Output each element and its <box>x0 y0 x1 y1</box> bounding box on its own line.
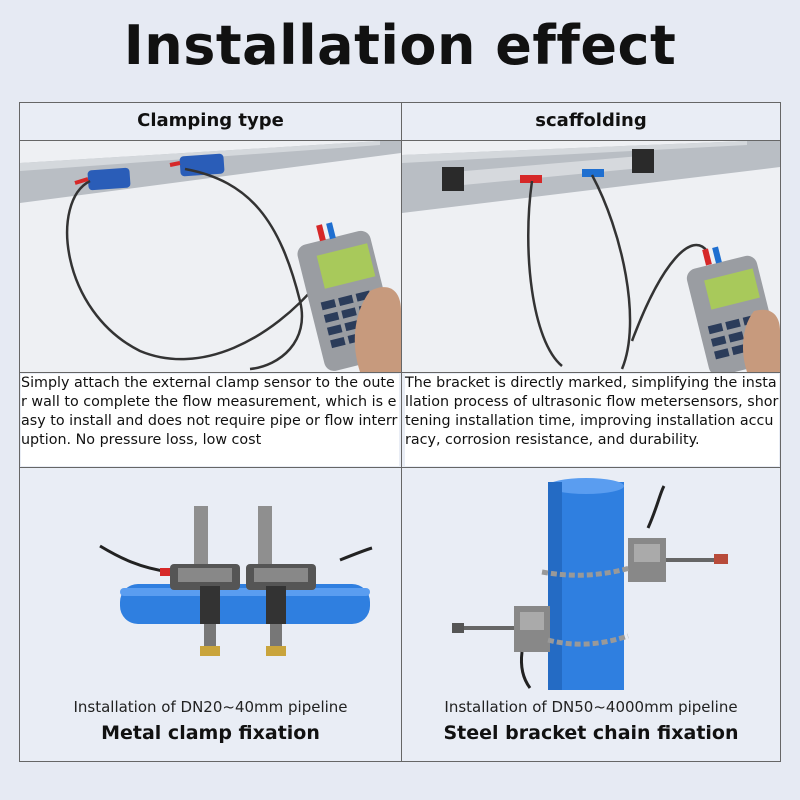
scaffolding-caption: Installation of DN50~4000mm pipeline <box>444 698 738 716</box>
steel-chain-photo <box>402 468 780 690</box>
column-divider <box>401 102 402 762</box>
clamping-type-photo <box>20 141 401 372</box>
metal-clamp-photo <box>20 468 401 690</box>
row-divider <box>19 372 781 373</box>
column-heading-scaffolding: scaffolding <box>535 110 647 131</box>
scaffolding-photo <box>402 141 780 372</box>
clamping-caption: Installation of DN20~40mm pipeline <box>73 698 348 716</box>
row-divider <box>19 467 781 468</box>
column-heading-clamping: Clamping type <box>137 110 284 131</box>
scaffolding-method: Steel bracket chain fixation <box>443 722 739 744</box>
page-title: Installation effect <box>123 14 677 77</box>
scaffolding-description: The bracket is directly marked, simplify… <box>405 374 779 466</box>
row-divider <box>19 140 781 141</box>
clamping-method: Metal clamp fixation <box>101 722 320 744</box>
clamping-description: Simply attach the external clamp sensor … <box>21 374 399 466</box>
